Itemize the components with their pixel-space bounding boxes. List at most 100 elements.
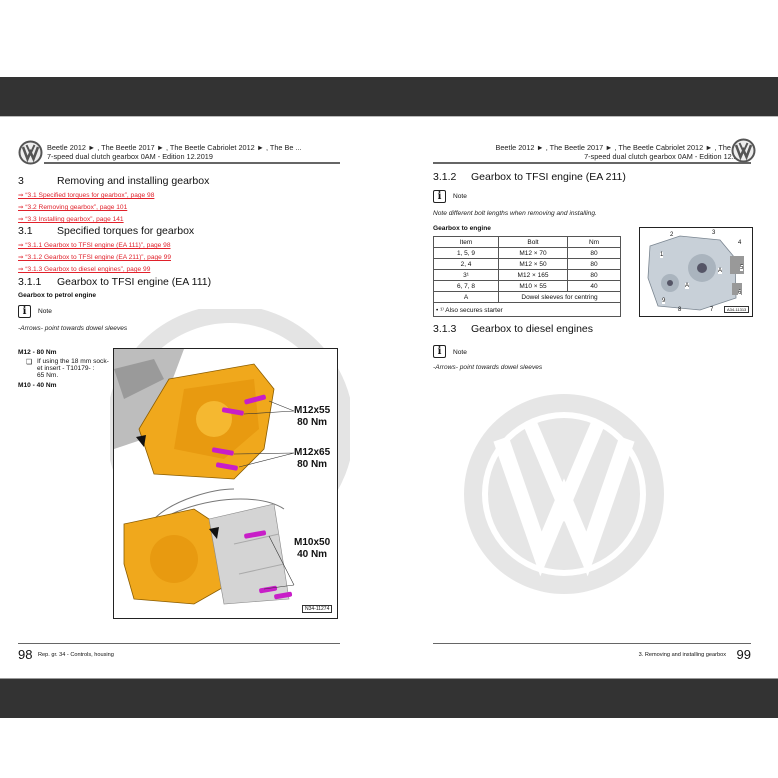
cell-nm: 40 — [567, 280, 621, 292]
header-rule — [433, 162, 751, 164]
col-item: Item — [433, 236, 499, 248]
table-header-row: Item Bolt Nm — [433, 236, 621, 248]
page-number: 98 — [18, 647, 33, 662]
header-edition: 7-speed dual clutch gearbox 0AM - Editio… — [584, 152, 750, 161]
callout-a: A — [685, 283, 690, 289]
note-text: -Arrows- point towards dowel sleeves — [18, 325, 128, 332]
section-number: 3.1.2 — [433, 171, 457, 183]
sub-subsection-heading-3-1-3: 3.1.3 Gearbox to diesel engines — [433, 323, 593, 335]
link-3-1-2[interactable]: ⇒ “3.1.2 Gearbox to TFSI engine (EA 211)… — [18, 254, 171, 261]
cell-item: 3¹ — [433, 269, 499, 281]
section-number: 3.1.3 — [433, 323, 457, 335]
header-rule — [44, 162, 340, 164]
callout-9: 9 — [662, 298, 666, 304]
table-row: 6, 7, 8 M10 × 55 40 — [433, 280, 621, 292]
table-caption: Gearbox to engine — [433, 225, 491, 232]
vw-logo-icon — [18, 140, 43, 165]
callout-6: 6 — [738, 290, 742, 296]
label-m12x65: M12x65 80 Nm — [294, 447, 330, 471]
callout-3: 3 — [712, 230, 716, 236]
page-number: 99 — [736, 647, 751, 662]
bolt-size: M10x50 — [294, 537, 331, 548]
cell-desc: Dowel sleeves for centring — [498, 291, 621, 303]
note-label: Note — [38, 308, 52, 315]
gearbox-figure-ea211: 2 3 4 1 5 A A 6 9 8 7 A34-11313 — [639, 227, 753, 317]
cell-item: 6, 7, 8 — [433, 280, 499, 292]
cell-bolt: M12 × 165 — [498, 269, 568, 281]
footnote: • ¹⁾ Also secures starter — [433, 302, 621, 317]
table-footnote-row: • ¹⁾ Also secures starter — [433, 302, 621, 317]
callout-7: 7 — [710, 307, 714, 313]
top-dark-band — [0, 77, 778, 117]
note-label: Note — [453, 349, 467, 356]
cell-bolt: M12 × 70 — [498, 247, 568, 259]
vw-watermark-icon — [464, 394, 664, 594]
section-heading: 3 Removing and installing gearbox — [18, 175, 209, 187]
caption-petrol-engine: Gearbox to petrol engine — [18, 292, 97, 299]
gearbox-illustration — [114, 349, 337, 618]
link-installing-gearbox[interactable]: ⇒ “3.3 Installing gearbox”, page 141 — [18, 216, 124, 223]
note-text: Note different bolt lengths when removin… — [433, 210, 597, 217]
link-3-1-3[interactable]: ⇒ “3.1.3 Gearbox to diesel engines”, pag… — [18, 266, 151, 273]
link-removing-gearbox[interactable]: ⇒ “3.2 Removing gearbox”, page 101 — [18, 204, 128, 211]
cell-bolt: M10 × 55 — [498, 280, 568, 292]
callout-4: 4 — [738, 240, 742, 246]
callout-a: A — [718, 268, 723, 274]
info-icon: i — [18, 305, 31, 318]
bolt-torque: 80 Nm — [297, 417, 328, 428]
figure-id: N34-11274 — [302, 605, 333, 613]
label-m10x50: M10x50 40 Nm — [294, 537, 330, 561]
sub-subsection-heading: 3.1.1 Gearbox to TFSI engine (EA 111) — [18, 276, 211, 288]
sub-subsection-heading-3-1-2: 3.1.2 Gearbox to TFSI engine (EA 211) — [433, 171, 626, 183]
bolt-size: M12x65 — [294, 447, 331, 458]
callout-5: 5 — [740, 265, 744, 271]
cell-item: 2, 4 — [433, 258, 499, 270]
link-specified-torques[interactable]: ⇒ “3.1 Specified torques for gearbox”, p… — [18, 192, 155, 199]
cell-nm: 80 — [567, 247, 621, 259]
cell-nm: 80 — [567, 258, 621, 270]
section-title: Gearbox to diesel engines — [471, 323, 593, 335]
header-models: Beetle 2012 ► , The Beetle 2017 ► , The … — [47, 143, 302, 152]
subsection-heading: 3.1 Specified torques for gearbox — [18, 225, 194, 237]
callout-8: 8 — [678, 307, 682, 313]
subsection-title: Specified torques for gearbox — [57, 225, 195, 237]
page-98: Beetle 2012 ► , The Beetle 2017 ► , The … — [0, 117, 389, 678]
section-title: Gearbox to TFSI engine (EA 211) — [471, 171, 626, 183]
callout-1: 1 — [660, 252, 664, 258]
table-row: 2, 4 M12 × 50 80 — [433, 258, 621, 270]
bolt-torque: 80 Nm — [297, 459, 328, 470]
section-title: Removing and installing gearbox — [57, 175, 210, 187]
note-text: -Arrows- point towards dowel sleeves — [433, 364, 543, 371]
note-label: Note — [453, 193, 467, 200]
link-3-1-1[interactable]: ⇒ “3.1.1 Gearbox to TFSI engine (EA 111)… — [18, 242, 171, 249]
table-row: 3¹ M12 × 165 80 — [433, 269, 621, 281]
footer-rule — [18, 643, 340, 645]
label-m12x55: M12x55 80 Nm — [294, 405, 330, 429]
spec-m10: M10 - 40 Nm — [18, 382, 57, 389]
col-nm: Nm — [567, 236, 621, 248]
footer-text: 3. Removing and installing gearbox — [638, 652, 726, 658]
info-icon: i — [433, 190, 446, 203]
cell-bolt: M12 × 50 — [498, 258, 568, 270]
header-edition: 7-speed dual clutch gearbox 0AM - Editio… — [47, 152, 213, 161]
cell-item: 1, 5, 9 — [433, 247, 499, 259]
col-bolt: Bolt — [498, 236, 568, 248]
sub-subsection-number: 3.1.1 — [18, 276, 42, 288]
detail-line: et insert - T10179- : — [37, 365, 95, 372]
torque-table: Item Bolt Nm 1, 5, 9 M12 × 70 80 2, 4 M1… — [433, 236, 621, 317]
cell-nm: 80 — [567, 269, 621, 281]
info-icon: i — [433, 345, 446, 358]
detail-line: If using the 18 mm sock- — [37, 358, 109, 365]
subsection-number: 3.1 — [18, 225, 33, 237]
figure-id: A34-11313 — [724, 306, 750, 313]
table-row-dowel: A Dowel sleeves for centring — [433, 291, 621, 303]
cell-item: A — [433, 291, 499, 303]
gearbox-bellhousing-illustration — [647, 235, 744, 311]
sub-subsection-title: Gearbox to TFSI engine (EA 111) — [57, 276, 212, 288]
vw-logo-icon — [731, 138, 756, 163]
table-row: 1, 5, 9 M12 × 70 80 — [433, 247, 621, 259]
bottom-dark-band — [0, 678, 778, 718]
spec-m12-detail: If using the 18 mm sock- et insert - T10… — [37, 358, 109, 379]
section-number: 3 — [18, 175, 24, 187]
callout-2: 2 — [670, 232, 674, 238]
